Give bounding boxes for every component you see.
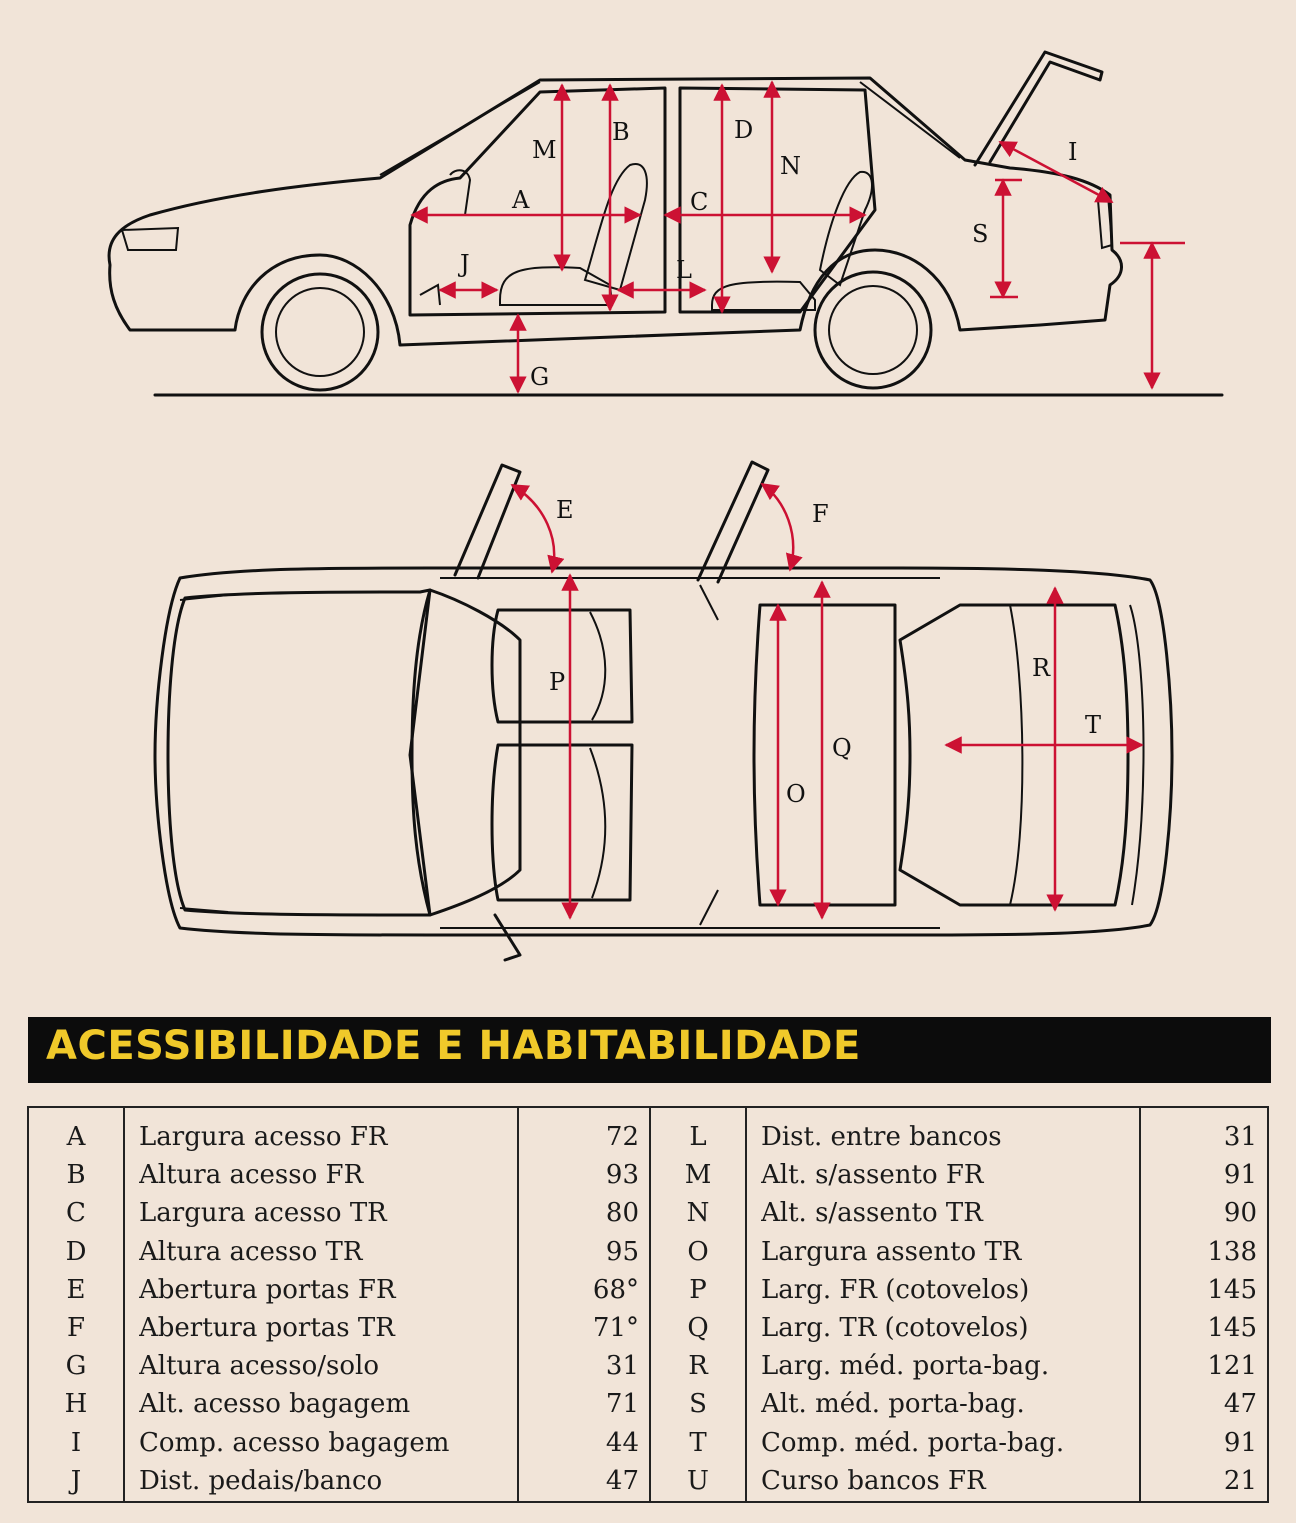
label-N: N (780, 152, 801, 180)
table-cell-letter: A (66, 1122, 86, 1152)
table-cell-value: 91 (1223, 1427, 1257, 1458)
top-view-car (153, 460, 1174, 962)
label-D: D (734, 116, 753, 144)
side-view-dimensions (410, 80, 1185, 394)
table-cell-value: 145 (1207, 1274, 1257, 1305)
table-cell-desc: Abertura portas TR (139, 1312, 395, 1343)
table-cell-value: 68° (592, 1274, 639, 1305)
table-cell-desc: Alt. s/assento FR (761, 1160, 984, 1191)
table-cell-letter: R (688, 1351, 708, 1382)
table-cell-desc: Comp. acesso bagagem (139, 1427, 450, 1458)
table-cell-desc: Alt. acesso bagagem (139, 1389, 411, 1420)
table-cell-desc: Largura acesso FR (139, 1122, 388, 1152)
table-cell-desc: Abertura portas FR (139, 1274, 396, 1305)
table-cell-value: 95 (605, 1236, 639, 1267)
section-title-bar: ACESSIBILIDADE E HABITABILIDADE (28, 1017, 1271, 1083)
table-cell-letter: L (689, 1122, 707, 1152)
table-cell-value: 47 (1223, 1389, 1257, 1420)
table-cell-desc: Larg. TR (cotovelos) (761, 1312, 1029, 1343)
table-cell-desc: Largura acesso TR (139, 1198, 387, 1229)
table-cell-value: 71° (592, 1312, 639, 1343)
side-view-car (107, 50, 1224, 397)
table-cell-value: 80 (605, 1198, 639, 1229)
top-view-dimensions (510, 482, 1144, 920)
table-cell-letter: T (689, 1427, 707, 1458)
table-cell-letter: S (689, 1389, 707, 1420)
car-dimension-diagram: A B C D G I J L M N S (107, 50, 1224, 962)
side-view-labels: A B C D G I J L M N S (457, 116, 1077, 391)
label-S: S (972, 220, 988, 248)
table-cell-desc: Altura acesso/solo (139, 1351, 379, 1382)
label-T: T (1085, 711, 1101, 739)
label-O: O (786, 780, 806, 808)
label-E: E (556, 496, 574, 524)
table-cell-desc: Alt. s/assento TR (761, 1198, 983, 1229)
left-value-column: 72 93 80 95 68° 71° 31 71 44 47 (519, 1108, 649, 1501)
table-cell-letter: I (70, 1427, 82, 1458)
label-R: R (1032, 654, 1051, 682)
table-cell-desc: Larg. méd. porta-bag. (761, 1351, 1050, 1382)
table-cell-letter: C (66, 1198, 86, 1229)
table-cell-letter: G (65, 1351, 87, 1382)
table-cell-desc: Largura assento TR (761, 1236, 1022, 1267)
table-cell-letter: E (66, 1274, 86, 1305)
table-cell-letter: J (70, 1465, 82, 1496)
label-Q: Q (832, 734, 852, 762)
label-L: L (676, 256, 692, 284)
table-cell-letter: N (686, 1198, 710, 1229)
table-cell-letter: O (687, 1236, 709, 1267)
table-cell-value: 121 (1207, 1351, 1257, 1382)
table-cell-letter: D (65, 1236, 87, 1267)
table-cell-desc: Altura acesso FR (139, 1160, 364, 1191)
table-cell-desc: Dist. entre bancos (761, 1122, 1002, 1152)
right-value-column: 31 91 90 138 145 145 121 47 91 21 (1141, 1108, 1267, 1501)
section-title: ACESSIBILIDADE E HABITABILIDADE (46, 1023, 861, 1069)
table-cell-letter: U (687, 1465, 709, 1496)
table-cell-value: 91 (1223, 1160, 1257, 1191)
label-J: J (457, 250, 470, 278)
label-P: P (549, 668, 565, 696)
label-G: G (530, 363, 549, 391)
top-view-labels: E F O P Q R T (549, 496, 1101, 808)
table-cell-value: 47 (605, 1465, 639, 1496)
table-cell-value: 145 (1207, 1312, 1257, 1343)
label-B: B (612, 118, 630, 146)
table-cell-value: 31 (605, 1351, 639, 1382)
table-cell-value: 31 (1223, 1122, 1257, 1152)
label-F: F (812, 500, 829, 528)
table-cell-desc: Curso bancos FR (761, 1465, 986, 1496)
label-M: M (532, 136, 557, 164)
table-cell-letter: F (66, 1312, 86, 1343)
table-cell-letter: Q (687, 1312, 709, 1343)
table-cell-value: 44 (605, 1427, 639, 1458)
table-cell-value: 72 (605, 1122, 639, 1152)
table-cell-value: 71 (605, 1389, 639, 1420)
left-description-column: Largura acesso FR Altura acesso FR Largura… (125, 1108, 519, 1501)
table-cell-letter: M (684, 1160, 712, 1191)
table-cell-desc: Dist. pedais/banco (139, 1465, 383, 1496)
label-I: I (1068, 138, 1077, 166)
table-cell-desc: Altura acesso TR (139, 1236, 363, 1267)
label-C: C (690, 188, 708, 216)
table-cell-desc: Larg. FR (cotovelos) (761, 1274, 1030, 1305)
table-cell-desc: Comp. méd. porta-bag. (761, 1427, 1065, 1458)
table-cell-value: 90 (1223, 1198, 1257, 1229)
table-cell-letter: P (689, 1274, 707, 1305)
table-cell-value: 21 (1223, 1465, 1257, 1496)
table-cell-letter: H (64, 1389, 88, 1420)
table-cell-value: 93 (605, 1160, 639, 1191)
label-A: A (511, 186, 530, 214)
table-cell-desc: Alt. méd. porta-bag. (761, 1389, 1025, 1420)
table-cell-letter: B (66, 1160, 86, 1191)
table-cell-value: 138 (1207, 1236, 1257, 1267)
